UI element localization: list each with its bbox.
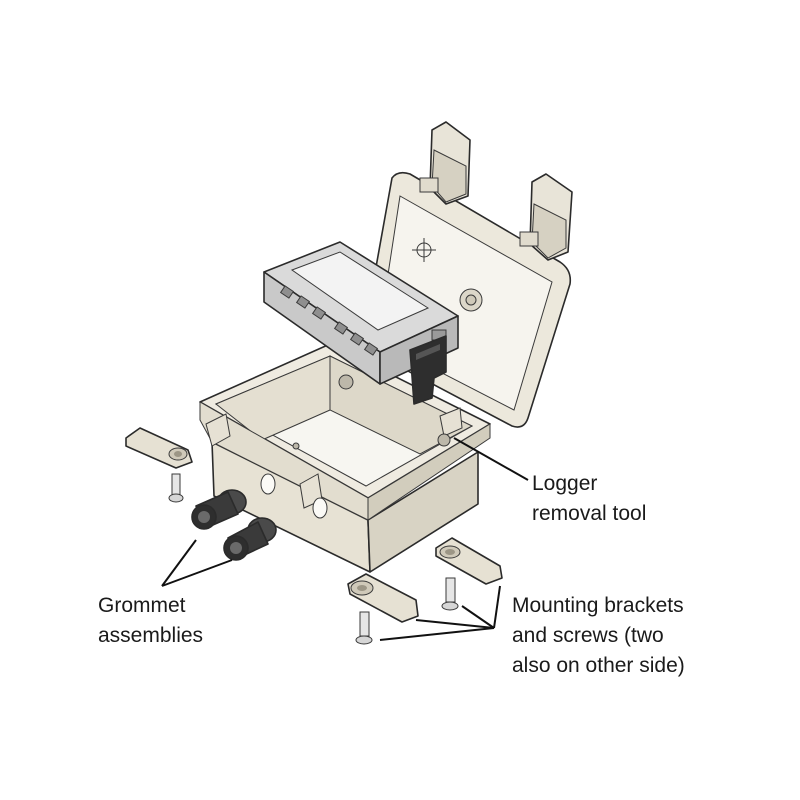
mounting-brackets-label-line2: and screws (two (512, 624, 664, 647)
logger-removal-tool-label-line1: Logger (532, 472, 597, 495)
lid-latch-right (519, 173, 573, 261)
grommet-assemblies-label-line1: Grommet (98, 594, 186, 617)
mounting-screw-left (168, 473, 184, 503)
logger-removal-tool-label-line2: removal tool (532, 502, 646, 525)
mounting-bracket-right (435, 537, 503, 585)
mounting-screw-right (441, 577, 459, 611)
logger-ports (279, 285, 379, 356)
leader-logger-removal-tool (453, 437, 529, 481)
cable-port-right (312, 497, 328, 519)
leader-mounting-brackets (379, 585, 501, 641)
logger-removal-tool (409, 335, 447, 405)
data-logger (263, 241, 459, 385)
lid-latch-left (419, 121, 471, 205)
mounting-brackets-label-line3: also on other side) (512, 654, 685, 677)
leader-grommet-assemblies (161, 539, 233, 587)
grommet-assemblies-label-line2: assemblies (98, 624, 203, 647)
mounting-brackets-label-line1: Mounting brackets (512, 594, 684, 617)
grommet-assembly-upper (191, 489, 247, 530)
cable-port-left (260, 473, 276, 495)
mounting-screw-front (355, 611, 373, 645)
mounting-bracket-left (125, 427, 193, 469)
enclosure-base (199, 343, 491, 573)
grommet-assembly-lower (223, 517, 277, 561)
mounting-bracket-front (347, 573, 419, 623)
